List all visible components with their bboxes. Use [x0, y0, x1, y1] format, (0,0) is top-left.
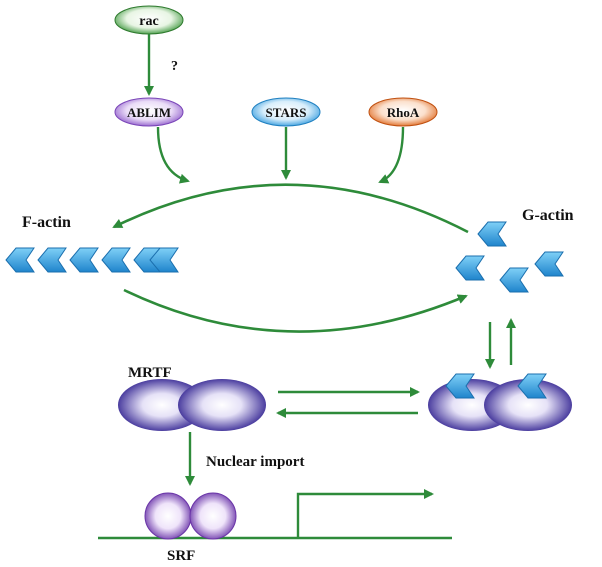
mrtf-label: MRTF: [128, 365, 172, 381]
ablim-to-curve-arrow: [156, 126, 190, 184]
stars-node: STARS: [251, 97, 321, 127]
rhoa-label: RhoA: [387, 105, 420, 120]
rac-label: rac: [139, 14, 158, 29]
rhoa-node: RhoA: [368, 97, 438, 127]
rac-node: rac: [114, 5, 184, 35]
rhoa-to-curve-arrow: [378, 126, 405, 184]
g-actin-monomers: [455, 221, 564, 293]
ablim-label: ABLIM: [127, 105, 171, 120]
srf-label: SRF: [167, 548, 195, 564]
f-actin-filament: [5, 247, 179, 273]
mrtf-g-actin-complex: [428, 373, 572, 431]
question-mark: ?: [171, 59, 178, 74]
polymerization-arrow: [112, 183, 469, 234]
depolymerization-arrow: [123, 288, 468, 333]
nuclear-import-label: Nuclear import: [206, 454, 304, 470]
srf-dimer: [144, 492, 237, 540]
mrtf-free: [118, 379, 266, 431]
g-actin-label: G-actin: [522, 207, 574, 224]
ablim-node: ABLIM: [114, 97, 184, 127]
stars-label: STARS: [266, 105, 307, 120]
transcription-start-arrow: [296, 489, 434, 538]
f-actin-label: F-actin: [22, 214, 71, 231]
